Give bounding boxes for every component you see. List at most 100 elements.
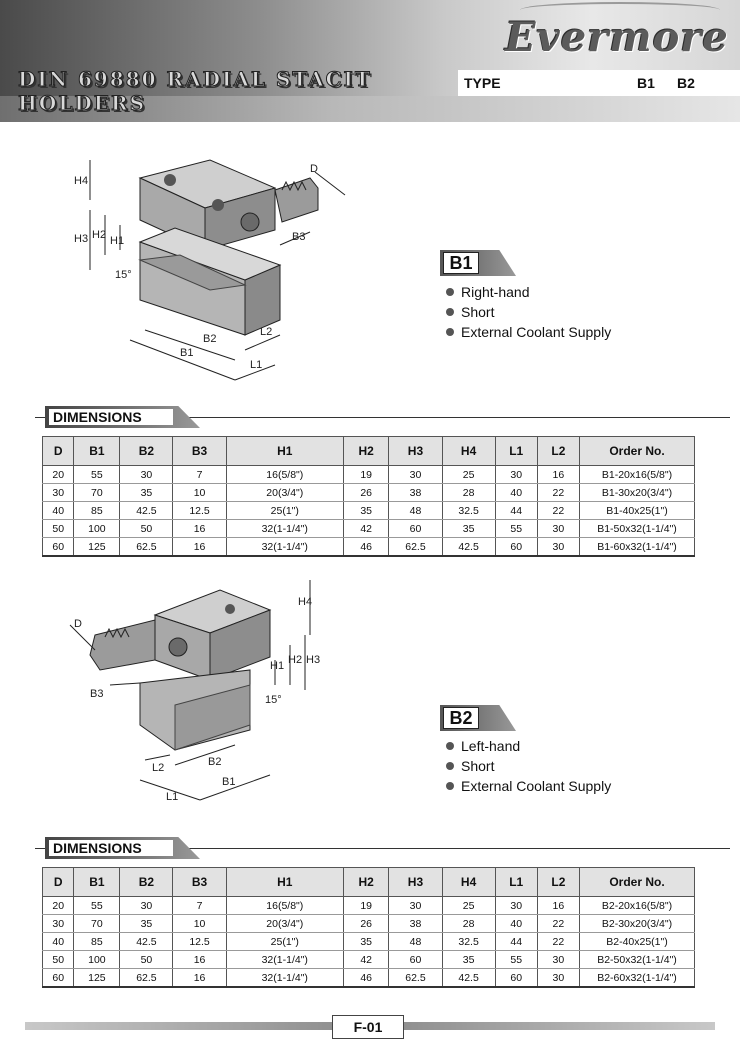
table-cell: 22: [536, 932, 581, 951]
table-cell: 16: [172, 519, 227, 538]
table-cell: 26: [342, 483, 390, 502]
table-cell: 12.5: [172, 501, 227, 520]
b1-label-b1: B1: [180, 347, 193, 359]
table-cell: 50: [41, 950, 75, 969]
table-cell: 30: [388, 465, 443, 484]
table-cell: 16: [172, 537, 227, 557]
page-number: F-01: [332, 1015, 404, 1039]
dimensions-label: DIMENSIONS: [49, 840, 173, 856]
table-cell: 22: [536, 501, 581, 520]
table-cell: 60: [41, 537, 75, 557]
b2-features: Left-hand Short External Coolant Supply: [446, 736, 611, 796]
table-cell: 35: [441, 950, 496, 969]
table-cell: 12.5: [172, 932, 227, 951]
brand-logo: Evermore: [505, 14, 729, 61]
table-cell: B1-30x20(3/4"): [579, 483, 695, 502]
bullet-icon: [446, 308, 454, 316]
b1-label-b2: B2: [203, 333, 216, 345]
table-cell: 16: [536, 896, 581, 915]
table-cell: 20(3/4"): [225, 914, 344, 933]
b2-feature-item: Short: [446, 756, 611, 776]
b2-feature-item: External Coolant Supply: [446, 776, 611, 796]
header-light-band: [0, 96, 740, 122]
table-cell: 28: [441, 483, 496, 502]
brand-swoosh: [520, 2, 720, 18]
b1-feature-item: External Coolant Supply: [446, 322, 611, 342]
table-cell: B1-20x16(5/8"): [579, 465, 695, 484]
table-cell: 125: [73, 968, 121, 988]
table-cell: 30: [494, 896, 538, 915]
table-cell: 46: [342, 968, 390, 988]
table-cell: 46: [342, 537, 390, 557]
table-cell: 38: [388, 914, 443, 933]
table-cell: 35: [441, 519, 496, 538]
table-cell: 25(1"): [225, 501, 344, 520]
b2-label-h4: H4: [298, 596, 312, 608]
b1-label-l1: L1: [250, 359, 262, 371]
table-cell: 48: [388, 932, 443, 951]
table-cell: 32(1-1/4"): [225, 950, 344, 969]
dimensions-rule: [35, 848, 730, 849]
b2-drawing: H4 H3 H2 H1 15° D B3 B2 B1 L2 L1: [60, 575, 340, 815]
b2-feature-item: Left-hand: [446, 736, 611, 756]
b2-label-h3: H3: [306, 654, 320, 666]
b2-label-l1: L1: [166, 791, 178, 803]
table-cell: 10: [172, 914, 227, 933]
b2-label-angle: 15°: [265, 694, 282, 706]
table-cell: 125: [73, 537, 121, 557]
b1-label-b3: B3: [292, 231, 305, 243]
table-cell: B2-40x25(1"): [579, 932, 695, 951]
table-cell: 22: [536, 483, 581, 502]
b2-label-h2: H2: [288, 654, 302, 666]
b2-label-l2: L2: [152, 762, 164, 774]
table-cell: B2-20x16(5/8"): [579, 896, 695, 915]
table-cell: 50: [41, 519, 75, 538]
table-cell: 30: [536, 537, 581, 557]
table-cell: 30: [536, 968, 581, 988]
bullet-icon: [446, 762, 454, 770]
table-cell: B2-60x32(1-1/4"): [579, 968, 695, 988]
table-cell: 20(3/4"): [225, 483, 344, 502]
table-cell: 60: [494, 537, 538, 557]
b2-label-b1: B1: [222, 776, 235, 788]
table-cell: 50: [119, 519, 174, 538]
table-cell: 85: [73, 932, 121, 951]
table-cell: 25: [441, 465, 496, 484]
table-cell: 16(5/8"): [225, 465, 344, 484]
table-cell: 30: [119, 465, 174, 484]
table-cell: 42.5: [441, 537, 496, 557]
b2-label-b2: B2: [208, 756, 221, 768]
table-cell: 30: [536, 950, 581, 969]
table-cell: B1-50x32(1-1/4"): [579, 519, 695, 538]
b1-label-h1: H1: [110, 235, 124, 247]
table-cell: 100: [73, 950, 121, 969]
table-cell: 100: [73, 519, 121, 538]
table-cell: 35: [342, 932, 390, 951]
table-cell: 60: [388, 519, 443, 538]
table-cell: 44: [494, 932, 538, 951]
table-cell: 16: [536, 465, 581, 484]
bullet-icon: [446, 742, 454, 750]
table-cell: 44: [494, 501, 538, 520]
b1-feature-item: Short: [446, 302, 611, 322]
table-cell: 40: [41, 932, 75, 951]
b1-label-l2: L2: [260, 326, 272, 338]
table-cell: 55: [494, 519, 538, 538]
page-title: DIN 69880 RADIAL STACIT HOLDERS: [18, 67, 372, 116]
b1-label-h3: H3: [74, 233, 88, 245]
type-b2: B2: [677, 75, 695, 91]
type-b1: B1: [637, 75, 655, 91]
table-cell: B1-40x25(1"): [579, 501, 695, 520]
b1-label-angle: 15°: [115, 269, 132, 281]
b1-feature-item: Right-hand: [446, 282, 611, 302]
table-cell: 32.5: [441, 932, 496, 951]
table-cell: 62.5: [388, 968, 443, 988]
